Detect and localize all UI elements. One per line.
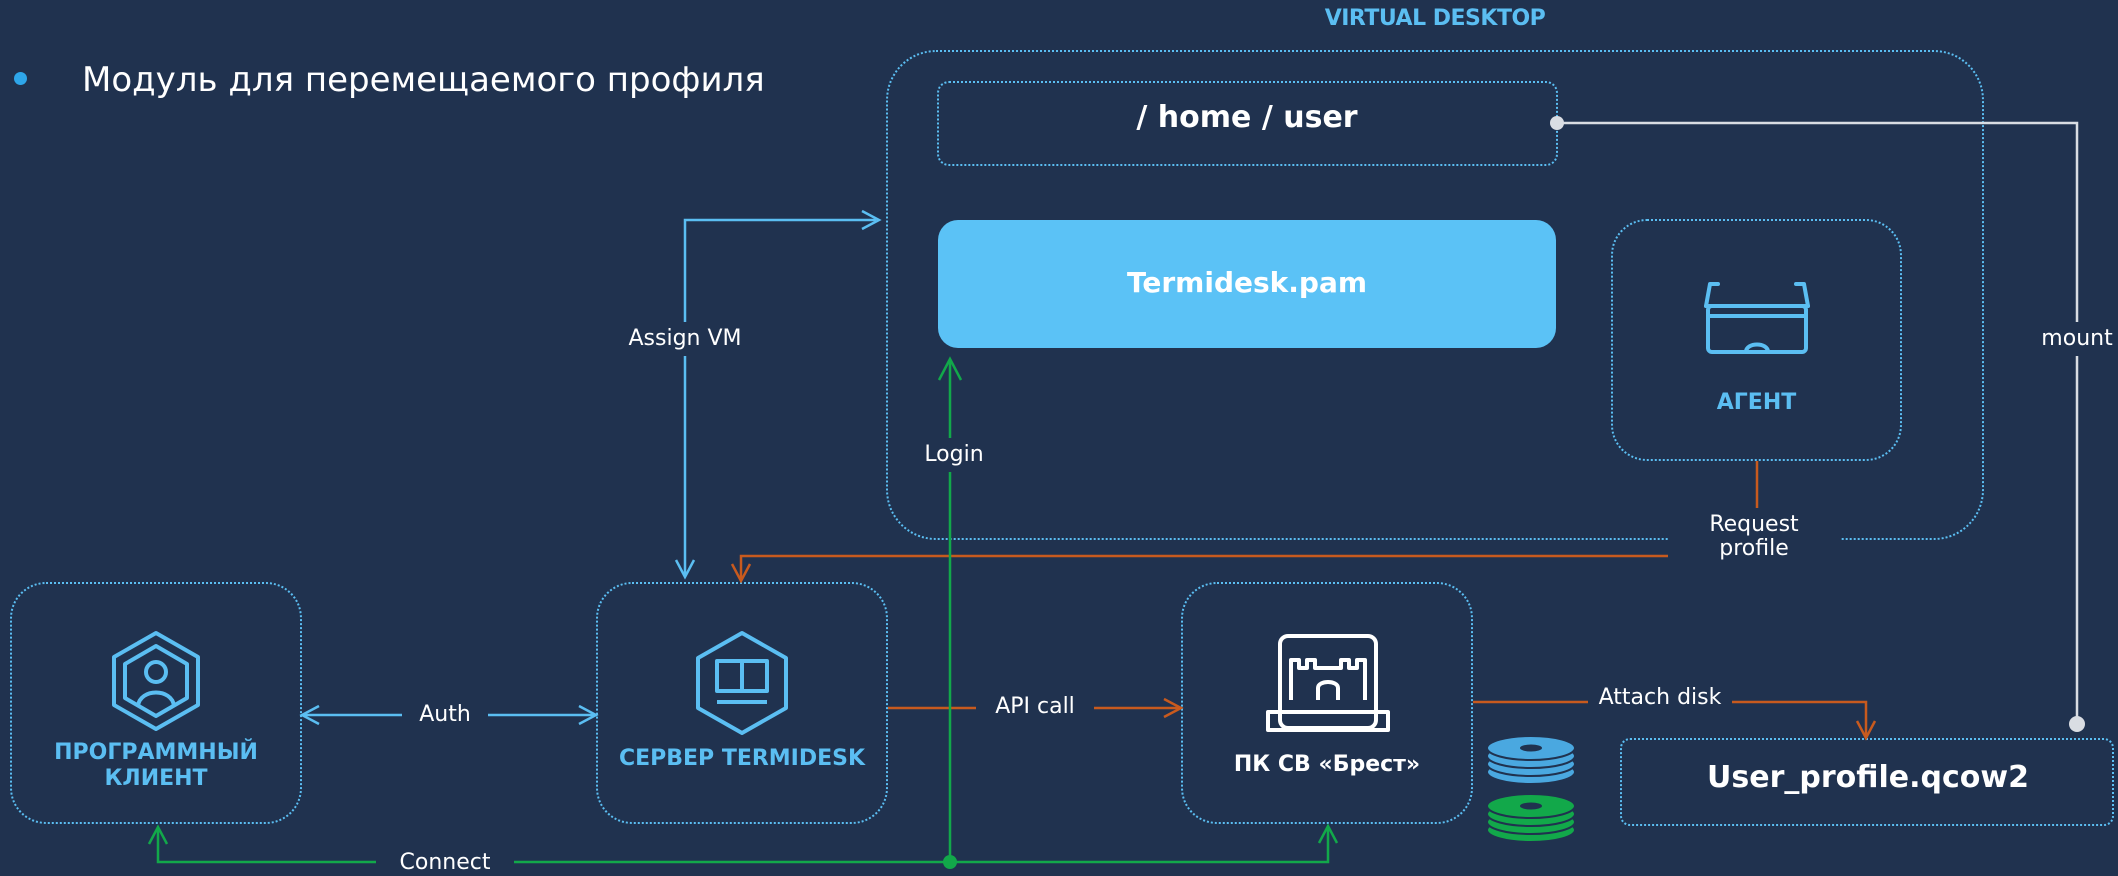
server-label: СЕРВЕР TERMIDESK: [618, 746, 866, 771]
mount-label: mount: [2036, 322, 2118, 356]
assign-vm-connector: [674, 209, 882, 580]
vr-glasses-icon: [1704, 282, 1810, 354]
server-box: [596, 582, 888, 824]
agent-box: [1611, 219, 1902, 461]
request-profile-label-line2: profile: [1668, 536, 1840, 568]
client-label-line1: ПРОГРАММНЫЙ: [54, 740, 258, 765]
bullet-dot: [14, 72, 27, 85]
virtual-desktop-title: VIRTUAL DESKTOP: [1324, 6, 1546, 31]
user-hexagon-icon: [112, 631, 200, 731]
server-hexagon-icon: [696, 631, 788, 735]
profile-label: User_profile.qcow2: [1707, 760, 2029, 795]
connect-label: Connect: [376, 850, 514, 876]
login-label: Login: [914, 438, 994, 472]
termidesk-pam-box: Termidesk.pam: [938, 220, 1556, 348]
home-user-path: / home / user: [1136, 100, 1358, 135]
request-profile-connector: [730, 461, 1759, 584]
castle-laptop-icon: [1266, 634, 1390, 732]
profile-box: [1620, 738, 2114, 826]
assign-vm-label: Assign VM: [626, 322, 744, 356]
bullet-text: Модуль для перемещаемого профиля: [82, 60, 765, 100]
api-call-label: API call: [976, 692, 1094, 722]
virtual-desktop-container: [886, 50, 1984, 540]
request-profile-label-line1: Request: [1668, 508, 1840, 538]
brest-label: ПК СВ «Брест»: [1233, 752, 1421, 777]
mount-end-dot: [2069, 716, 2085, 732]
brest-box: [1181, 582, 1473, 824]
auth-label: Auth: [402, 702, 488, 728]
agent-label: АГЕНТ: [1716, 390, 1797, 415]
termidesk-pam-label: Termidesk.pam: [1126, 266, 1368, 299]
mount-start-dot: [1550, 116, 1564, 130]
connect-connector: [147, 356, 1339, 864]
client-box: [10, 582, 302, 824]
connect-junction-dot: [943, 855, 957, 869]
disk-stack-icon: [1486, 735, 1576, 843]
attach-disk-label: Attach disk: [1588, 683, 1732, 713]
mount-connector: [1557, 121, 2079, 724]
client-label-line2: КЛИЕНТ: [104, 766, 208, 791]
